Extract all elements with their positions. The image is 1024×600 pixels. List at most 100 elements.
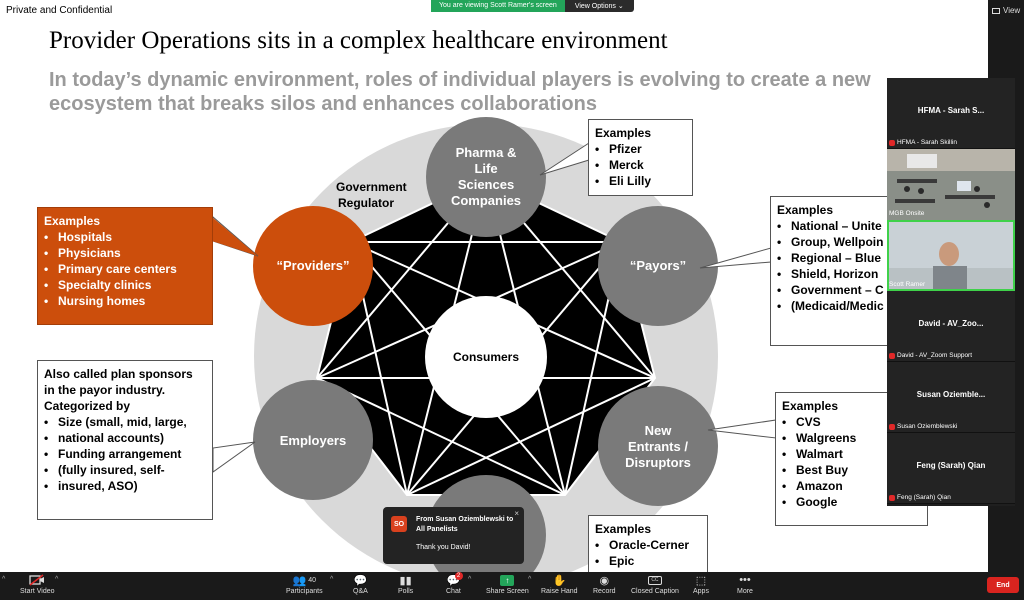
chevron-up-icon[interactable]: ^: [55, 576, 59, 583]
mic-muted-icon: [889, 423, 895, 430]
avatar: SO: [391, 516, 407, 532]
list-item-continuation: (fully insured, self-: [44, 462, 206, 478]
qa-icon: 💬: [353, 574, 368, 587]
list-item-continuation: (Medicaid/Medic: [777, 298, 884, 314]
raise-hand-button[interactable]: ✋ Raise Hand: [541, 574, 578, 596]
node-providers: [253, 206, 373, 326]
list-item: Government – C: [777, 282, 884, 298]
polls-button[interactable]: ▮▮ Polls: [398, 574, 414, 596]
more-icon: •••: [739, 574, 751, 586]
shared-slide: Private and Confidential Provider Operat…: [0, 0, 988, 572]
subtitle-line-1: In today’s dynamic environment, roles of…: [49, 69, 871, 91]
list-item: Epic: [595, 553, 701, 569]
qa-button[interactable]: 💬 Q&A: [353, 574, 368, 596]
closed-caption-icon: CC: [647, 575, 662, 585]
list-item: Amazon: [782, 478, 921, 494]
participants-icon: 👥: [292, 574, 307, 587]
chat-icon: 💬2: [447, 572, 463, 587]
polls-icon: ▮▮: [399, 574, 412, 587]
list-item-continuation: insured, ASO): [44, 478, 206, 494]
room-video-feed: [887, 149, 1015, 220]
video-panel[interactable]: HFMA - Sarah S... HFMA - Sarah Skillin M…: [887, 78, 1015, 506]
record-icon: ◉: [599, 574, 610, 587]
closed-caption-button[interactable]: CC Closed Caption: [631, 575, 679, 595]
speaker-video-feed: [887, 220, 1015, 291]
more-button[interactable]: ••• More: [737, 574, 753, 595]
payors-examples-callout: Examples National – Unite Group, Wellpoi…: [770, 196, 890, 346]
participants-button[interactable]: 👥40 Participants: [286, 574, 323, 596]
video-tile[interactable]: Susan Oziemble... Susan Oziemblewski: [887, 362, 1015, 433]
mic-muted-icon: [889, 139, 895, 146]
new-entrants-label: New Entrants / Disruptors: [625, 423, 691, 470]
chevron-up-icon[interactable]: ^: [528, 576, 532, 583]
list-item: CVS: [782, 414, 921, 430]
list-item: National – Unite: [777, 218, 883, 234]
node-payors: [598, 206, 718, 326]
list-item-continuation: Shield, Horizon: [777, 266, 883, 282]
start-video-button[interactable]: Start Video: [20, 573, 55, 595]
video-tile[interactable]: MGB Onsite: [887, 149, 1015, 220]
view-options-button[interactable]: View Options ⌄: [564, 0, 634, 12]
viewing-screen-label: You are viewing Scott Ramer's screen: [431, 0, 565, 12]
view-button[interactable]: View: [992, 6, 1020, 15]
list-item: Primary care centers: [44, 261, 206, 277]
record-button[interactable]: ◉ Record: [593, 574, 616, 596]
video-off-icon: [29, 573, 45, 587]
mic-muted-icon: [889, 494, 895, 501]
subtitle-line-2: ecosystem that breaks silos and enhances…: [49, 93, 597, 115]
list-item: Specialty clinics: [44, 277, 206, 293]
providers-pointer: [212, 217, 258, 256]
chevron-up-icon[interactable]: ^: [2, 576, 6, 583]
tech-examples-callout: Examples Oracle-Cerner Epic: [588, 515, 708, 572]
chat-badge: 2: [454, 572, 463, 580]
mic-muted-icon: [889, 352, 895, 359]
video-tile[interactable]: Feng (Sarah) Qian Feng (Sarah) Qian: [887, 433, 1015, 504]
pharma-label: Pharma & Life Sciences Companies: [450, 145, 522, 208]
list-item: Google: [782, 494, 921, 510]
video-tile-active-speaker[interactable]: Scott Ramer: [887, 220, 1015, 291]
video-tile[interactable]: HFMA - Sarah S... HFMA - Sarah Skillin: [887, 78, 1015, 149]
list-item: Pfizer: [595, 141, 686, 157]
list-item: Regional – Blue: [777, 250, 883, 266]
chevron-up-icon[interactable]: ^: [330, 576, 334, 583]
list-item: Physicians: [44, 245, 206, 261]
list-item: Nursing homes: [44, 293, 206, 309]
chevron-up-icon[interactable]: ^: [468, 576, 472, 583]
employers-description-callout: Also called plan sponsors in the payor i…: [37, 360, 213, 520]
confidential-label: Private and Confidential: [6, 5, 113, 16]
list-item-continuation: Group, Wellpoin: [777, 234, 883, 250]
node-employers: [253, 380, 373, 500]
share-screen-button[interactable]: ↑ Share Screen: [486, 574, 529, 595]
slide-subtitle: In today’s dynamic environment, roles of…: [49, 68, 909, 116]
close-icon[interactable]: ×: [514, 509, 519, 518]
list-item: Merck: [595, 157, 686, 173]
list-item: Eli Lilly: [595, 173, 686, 189]
list-item: Walgreens: [782, 430, 921, 446]
employers-label: Employers: [279, 433, 347, 448]
toast-message: Thank you David!: [416, 544, 471, 551]
apps-icon: ⬚: [695, 574, 707, 587]
toast-sender: From Susan Oziemblewski to All Panelists: [416, 516, 514, 533]
node-pharma: [426, 117, 546, 237]
raise-hand-icon: ✋: [552, 574, 567, 587]
chat-button[interactable]: 💬2 Chat: [446, 572, 463, 595]
share-banner: You are viewing Scott Ramer's screen Vie…: [431, 0, 634, 12]
chat-notification[interactable]: SO From Susan Oziemblewski to All Paneli…: [383, 507, 524, 564]
video-tile[interactable]: David - AV_Zoo... David - AV_Zoom Suppor…: [887, 291, 1015, 362]
node-new-entrants: [598, 386, 718, 506]
providers-label: “Providers”: [276, 258, 350, 273]
end-button[interactable]: End: [987, 577, 1019, 593]
apps-button[interactable]: ⬚ Apps: [693, 574, 709, 596]
list-item: Walmart: [782, 446, 921, 462]
government-regulator-label: Government Regulator: [336, 180, 407, 210]
list-item: Size (small, mid, large,: [44, 414, 206, 430]
slide-title: Provider Operations sits in a complex he…: [49, 27, 668, 54]
list-item: Funding arrangement: [44, 446, 206, 462]
payors-label: “Payors”: [629, 258, 687, 273]
list-item: Best Buy: [782, 462, 921, 478]
share-screen-icon: ↑: [500, 574, 515, 586]
pharma-examples-callout: Examples Pfizer Merck Eli Lilly: [588, 119, 693, 196]
meeting-toolbar: ^ Start Video ^ 👥40 Participants ^ 💬 Q&A…: [0, 572, 1024, 600]
consumers-circle: Consumers: [425, 296, 547, 418]
